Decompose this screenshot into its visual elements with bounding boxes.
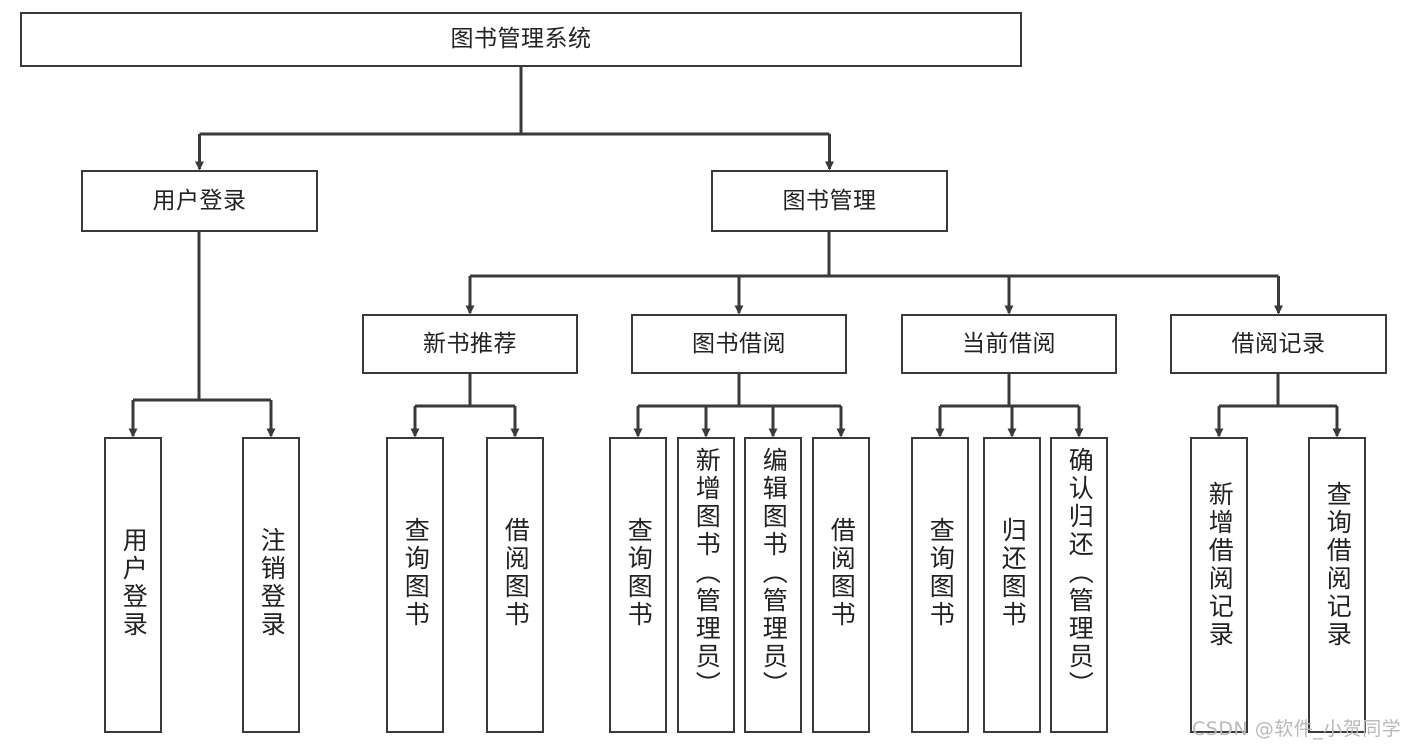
node-leaf-add-record[interactable]: 新增借阅记录 [1190, 437, 1248, 733]
node-label: 归还图书 [998, 517, 1028, 629]
node-leaf-query-record[interactable]: 查询借阅记录 [1308, 437, 1366, 733]
edge-group [128, 67, 1342, 438]
node-label: 编辑图书（管理员） [759, 447, 789, 699]
node-label: 图书管理 [782, 187, 877, 214]
node-label: 新书推荐 [423, 330, 517, 357]
node-borrow-record[interactable]: 借阅记录 [1170, 314, 1387, 374]
node-leaf-add-book[interactable]: 新增图书（管理员） [677, 437, 735, 733]
watermark: CSDN @软件_小贺同学 [1192, 718, 1402, 740]
node-leaf-query-book-1[interactable]: 查询图书 [386, 437, 444, 733]
node-label: 查询图书 [401, 517, 431, 629]
node-label: 借阅记录 [1231, 330, 1326, 357]
node-user-login[interactable]: 用户登录 [81, 170, 318, 232]
node-leaf-return-book[interactable]: 归还图书 [983, 437, 1041, 733]
node-leaf-query-book-2[interactable]: 查询图书 [609, 437, 667, 733]
node-label: 当前借阅 [962, 330, 1056, 357]
node-root[interactable]: 图书管理系统 [20, 12, 1022, 67]
node-label: 借阅图书 [827, 517, 857, 629]
node-label: 查询借阅记录 [1323, 481, 1353, 649]
node-book-borrow[interactable]: 图书借阅 [631, 314, 847, 374]
node-label: 确认归还（管理员） [1065, 447, 1095, 699]
node-leaf-logout[interactable]: 注销登录 [242, 437, 300, 733]
node-current-borrow[interactable]: 当前借阅 [901, 314, 1117, 374]
node-label: 新增借阅记录 [1205, 481, 1235, 649]
node-label: 图书管理系统 [450, 26, 592, 53]
node-label: 新增图书（管理员） [692, 447, 722, 699]
node-label: 用户登录 [152, 187, 247, 214]
node-label: 借阅图书 [501, 517, 531, 629]
node-leaf-borrow-book-1[interactable]: 借阅图书 [486, 437, 544, 733]
node-book-manage[interactable]: 图书管理 [711, 170, 948, 232]
node-leaf-confirm-return[interactable]: 确认归还（管理员） [1050, 437, 1108, 733]
node-leaf-user-login[interactable]: 用户登录 [104, 437, 162, 733]
node-leaf-query-book-3[interactable]: 查询图书 [911, 437, 969, 733]
node-label: 用户登录 [119, 527, 149, 639]
node-leaf-edit-book[interactable]: 编辑图书（管理员） [744, 437, 802, 733]
node-label: 注销登录 [257, 527, 287, 639]
node-leaf-borrow-book-2[interactable]: 借阅图书 [812, 437, 870, 733]
node-label: 图书借阅 [692, 330, 786, 357]
node-label: 查询图书 [926, 517, 956, 629]
node-label: 查询图书 [624, 517, 654, 629]
node-new-book-recommend[interactable]: 新书推荐 [362, 314, 578, 374]
